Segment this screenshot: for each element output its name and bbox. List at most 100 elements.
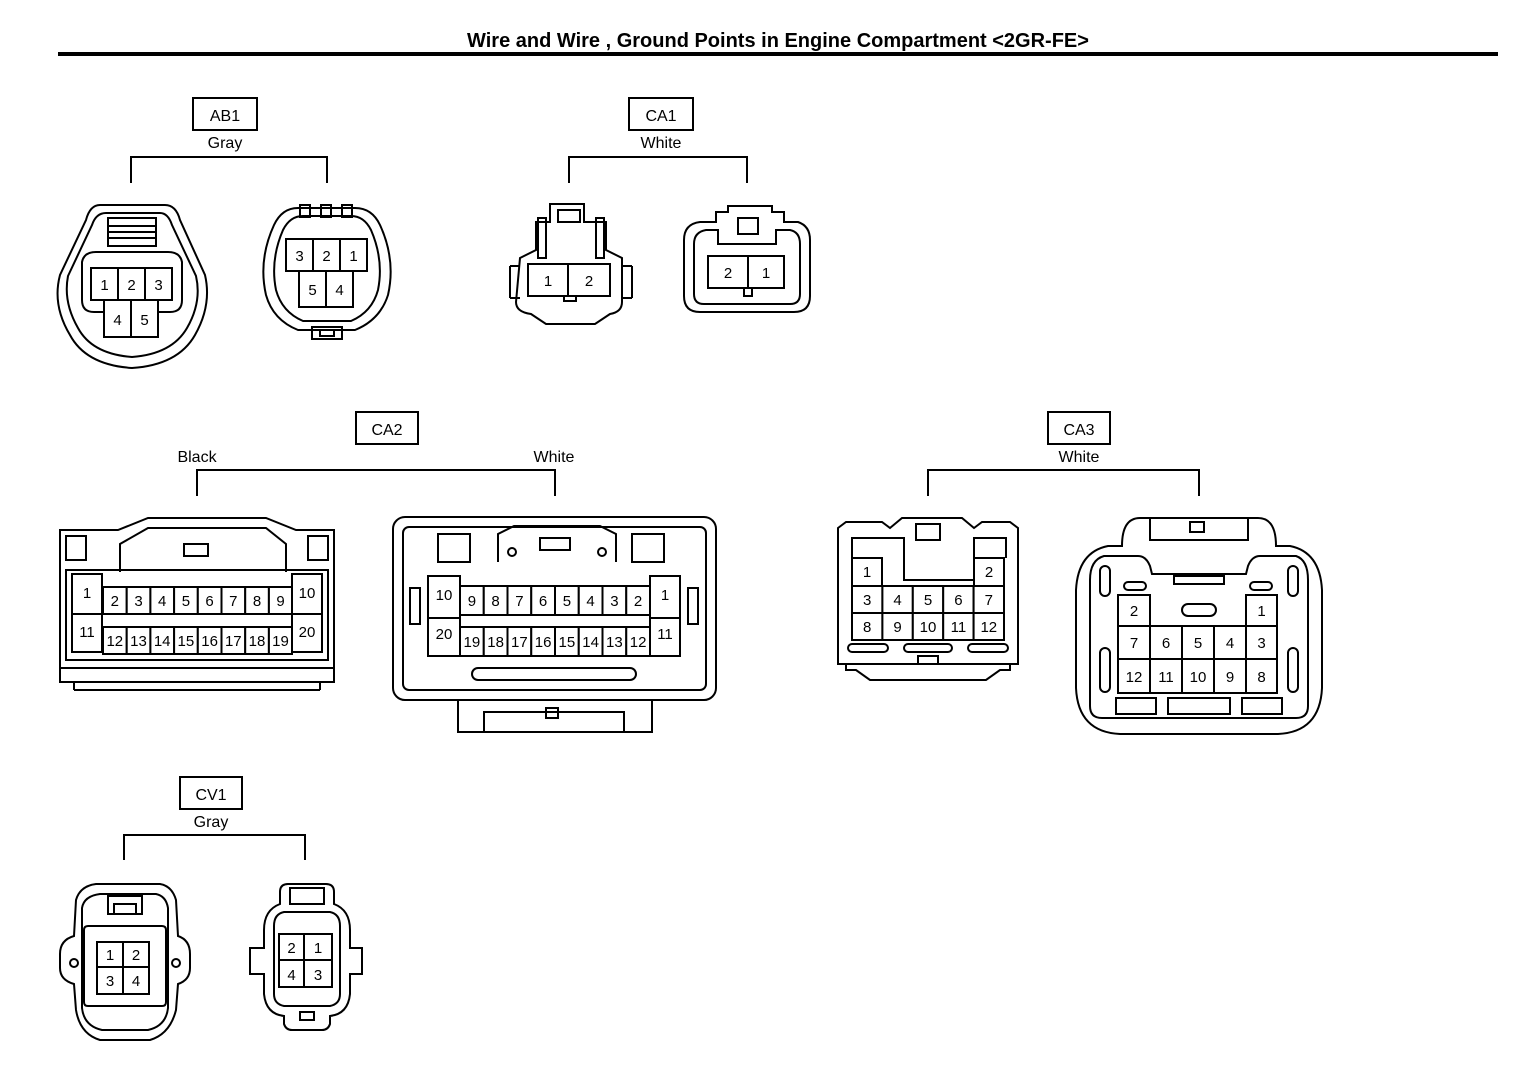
- connector-ca3: CA3 White 1 2 3: [837, 411, 1323, 735]
- pin-label: 1: [349, 248, 357, 265]
- pin-label: 11: [1158, 669, 1174, 686]
- connector-ca1-female-pins: 1 2: [527, 263, 611, 297]
- pin-label: 12: [630, 634, 647, 651]
- pin-label: 4: [335, 282, 343, 299]
- connector-ab1-male-shell: [262, 204, 392, 340]
- connector-ca2-color-right: White: [534, 449, 575, 466]
- connector-ca2-male-shell: [392, 516, 717, 733]
- pin-label: 8: [863, 619, 871, 636]
- pin-label: 2: [322, 248, 330, 265]
- connector-ca3-bracket: [927, 469, 1200, 496]
- pin-label: 20: [436, 626, 453, 643]
- pin-label: 15: [178, 633, 195, 650]
- connector-ab1-bracket: [130, 156, 328, 183]
- pin-label: 4: [287, 967, 295, 984]
- connector-cv1-female-pins: 1 2 3 4: [96, 941, 150, 995]
- pin-label: 2: [985, 564, 993, 581]
- pin-label: 8: [491, 593, 499, 610]
- pin-label: 1: [106, 947, 114, 964]
- connector-ca3-color: White: [1059, 449, 1100, 466]
- pin-label: 19: [272, 633, 289, 650]
- pin-label: 4: [113, 312, 121, 329]
- connector-ca3-female-shell: [837, 517, 1019, 681]
- pin-label: 8: [253, 593, 261, 610]
- pin-label: 1: [314, 940, 322, 957]
- connector-ca3-male-shell: [1075, 517, 1323, 735]
- pin-label: 14: [582, 634, 599, 651]
- pin-label: 3: [134, 593, 142, 610]
- pin-label: 12: [106, 633, 123, 650]
- connector-ca1-male-pins: 2 1: [707, 255, 785, 289]
- pin-label: 7: [515, 593, 523, 610]
- connector-ca2-female-shell: [59, 517, 335, 691]
- pin-label: 3: [295, 248, 303, 265]
- connector-cv1: CV1 Gray 1 2 3 4: [59, 776, 363, 1041]
- pin-label: 1: [83, 585, 91, 602]
- pin-label: 10: [920, 619, 937, 636]
- connector-ca1-male-shell: [683, 205, 811, 313]
- pin-label: 6: [205, 593, 213, 610]
- pin-label: 1: [1257, 603, 1265, 620]
- pin-label: 5: [563, 593, 571, 610]
- pin-label: 4: [586, 593, 594, 610]
- pin-label: 2: [585, 273, 593, 290]
- pin-label: 6: [954, 592, 962, 609]
- connector-ca2-male-pins: 10 9 8 7 6 5 4 3 2 1 20 19 18 17 16 15 1…: [427, 575, 681, 657]
- pin-label: 12: [980, 619, 997, 636]
- pin-label: 20: [299, 624, 316, 641]
- pin-label: 9: [1226, 669, 1234, 686]
- pin-label: 6: [1162, 635, 1170, 652]
- pin-label: 1: [544, 273, 552, 290]
- pin-label: 4: [893, 592, 901, 609]
- pin-label: 8: [1257, 669, 1265, 686]
- pin-label: 7: [985, 592, 993, 609]
- connector-ab1-code: AB1: [210, 108, 240, 125]
- connector-ca1-code: CA1: [645, 108, 676, 125]
- pin-label: 1: [100, 277, 108, 294]
- connector-ca1: CA1 White 1 2: [509, 97, 811, 325]
- pin-label: 13: [130, 633, 147, 650]
- connector-ca2-code: CA2: [371, 422, 402, 439]
- pin-label: 2: [634, 593, 642, 610]
- pin-label: 4: [1226, 635, 1234, 652]
- connector-ab1-female-shell: [56, 204, 208, 370]
- pin-label: 3: [610, 593, 618, 610]
- pin-label: 1: [762, 265, 770, 282]
- pin-label: 12: [1126, 669, 1143, 686]
- connector-cv1-code: CV1: [195, 787, 226, 804]
- pin-label: 7: [229, 593, 237, 610]
- pin-label: 2: [287, 940, 295, 957]
- pin-label: 3: [314, 967, 322, 984]
- pin-label: 4: [158, 593, 166, 610]
- pin-label: 18: [487, 634, 504, 651]
- pin-label: 16: [535, 634, 552, 651]
- pin-label: 9: [468, 593, 476, 610]
- connector-cv1-female-shell: [59, 883, 191, 1041]
- pin-label: 11: [951, 619, 967, 636]
- pin-label: 17: [511, 634, 528, 651]
- pin-label: 5: [308, 282, 316, 299]
- connector-ca3-female-pins: 1 2 3 4 5 6 7 8 9 10 11 12: [851, 557, 1005, 641]
- pin-label: 11: [79, 624, 95, 641]
- pin-label: 9: [893, 619, 901, 636]
- connector-ca2-bracket: [196, 469, 556, 496]
- pin-label: 3: [106, 973, 114, 990]
- pin-label: 6: [539, 593, 547, 610]
- pin-label: 2: [132, 947, 140, 964]
- connector-cv1-color: Gray: [194, 814, 229, 831]
- pin-label: 2: [1130, 603, 1138, 620]
- pin-label: 19: [464, 634, 481, 651]
- pin-label: 4: [132, 973, 140, 990]
- connector-ca3-male-pins: 2 1 7 6 5 4 3 12 11 10 9 8: [1117, 594, 1278, 694]
- connector-ca1-female-shell: [509, 203, 633, 325]
- pin-label: 3: [154, 277, 162, 294]
- connector-cv1-male-pins: 2 1 4 3: [278, 933, 333, 988]
- connector-ab1: AB1 Gray 1 2 3 4 5: [56, 97, 392, 370]
- connector-ca2: CA2 Black White: [59, 411, 717, 733]
- connector-cv1-bracket: [123, 834, 306, 860]
- pin-label: 16: [201, 633, 218, 650]
- pin-label: 11: [657, 626, 673, 643]
- pin-label: 1: [863, 564, 871, 581]
- connector-ab1-female-pins: 1 2 3 4 5: [90, 267, 173, 338]
